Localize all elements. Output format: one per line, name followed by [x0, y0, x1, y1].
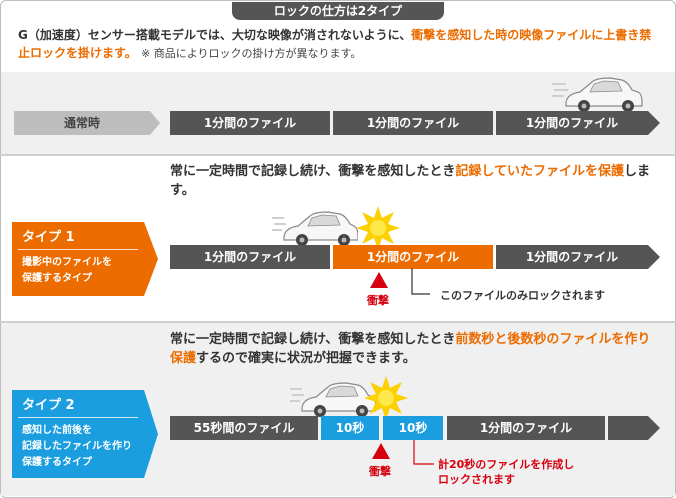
type1-box: タイプ 1 撮影中のファイルを 保護するタイプ — [12, 222, 144, 296]
impact-burst-icon — [364, 376, 408, 420]
type1-lead-highlight: 記録していたファイルを保護 — [455, 164, 624, 179]
impact-burst-icon — [356, 206, 400, 250]
type2-segment-before: 10秒 — [321, 416, 379, 440]
intro-text: G（加速度）センサー搭載モデルでは、大切な映像が消されないように、衝撃を感知した… — [18, 26, 663, 63]
type1-lead: 常に一定時間で記録し続け、衝撃を感知したとき記録していたファイルを保護します。 — [170, 162, 650, 200]
car-icon — [272, 211, 358, 246]
timeline-arrow — [648, 416, 660, 440]
timeline-arrow — [648, 111, 660, 135]
type1-box-arrow — [144, 222, 158, 296]
normal-segment: 1分間のファイル — [496, 111, 648, 135]
type2-lock-note-line: 計20秒のファイルを作成し — [438, 458, 575, 471]
type2-title: タイプ 2 — [22, 398, 75, 413]
divider — [0, 154, 676, 156]
type2-segment-next — [608, 416, 648, 440]
impact-marker — [372, 443, 390, 459]
type2-segment-after: 10秒 — [383, 416, 443, 440]
type1-segment: 1分間のファイル — [170, 245, 330, 269]
type2-desc: 感知した前後を 記録したファイルを作り 保護するタイプ — [12, 418, 144, 471]
car-icon — [290, 382, 376, 417]
normal-segment: 1分間のファイル — [333, 111, 493, 135]
type2-desc-line: 感知した前後を — [22, 425, 92, 436]
normal-label: 通常時 — [14, 111, 150, 135]
type1-title: タイプ 1 — [22, 230, 75, 245]
timeline-arrow — [648, 245, 660, 269]
header-title: ロックの仕方は2タイプ — [232, 2, 444, 20]
car-icon — [552, 77, 643, 112]
type1-segment-locked: 1分間のファイル — [333, 245, 493, 269]
type1-rule — [18, 249, 138, 250]
callout-line — [411, 268, 430, 295]
type2-segment-1m: 1分間のファイル — [447, 416, 605, 440]
impact-label: 衝撃 — [369, 465, 391, 478]
normal-segment: 1分間のファイル — [170, 111, 330, 135]
callout-line — [413, 440, 434, 465]
type2-lead-highlight: 前数秒と後数秒のファイルを作り保護 — [170, 332, 651, 366]
type1-desc-line: 保護するタイプ — [22, 273, 92, 284]
type1-lead-a: 常に一定時間で記録し続け、衝撃を感知したとき — [170, 164, 456, 179]
type2-lead-c: するので確実に状況が把握できます。 — [196, 351, 416, 366]
type2-box-arrow — [144, 390, 158, 478]
type2-rule — [18, 417, 138, 418]
type1-lock-note: このファイルのみロックされます — [440, 289, 605, 302]
divider — [0, 321, 676, 323]
type1-desc-line: 撮影中のファイルを — [22, 257, 112, 268]
type2-lead-a: 常に一定時間で記録し続け、衝撃を感知したとき — [170, 332, 456, 347]
type2-lead: 常に一定時間で記録し続け、衝撃を感知したとき前数秒と後数秒のファイルを作り保護す… — [170, 330, 660, 368]
impact-marker — [370, 272, 388, 288]
type1-segment: 1分間のファイル — [496, 245, 648, 269]
normal-label-arrow — [150, 111, 160, 135]
type2-box: タイプ 2 感知した前後を 記録したファイルを作り 保護するタイプ — [12, 390, 144, 478]
type2-lock-note-line: ロックされます — [438, 473, 515, 486]
type1-desc: 撮影中のファイルを 保護するタイプ — [12, 250, 144, 287]
type2-desc-line: 記録したファイルを作り — [22, 441, 132, 452]
type2-lock-note: 計20秒のファイルを作成し ロックされます — [438, 457, 574, 487]
type2-desc-line: 保護するタイプ — [22, 457, 92, 468]
intro-highlight: 衝撃を感知した時の映像ファイルに上書き禁止ロックを掛けます。 — [18, 28, 652, 60]
type2-segment-55s: 55秒間のファイル — [170, 416, 318, 440]
impact-label: 衝撃 — [367, 294, 389, 307]
intro-note: ※ 商品によりロックの掛け方が異なります。 — [141, 47, 362, 60]
intro-text-a: G（加速度）センサー搭載モデルでは、大切な映像が消されないように、 — [18, 28, 412, 42]
type1-lead-c: します。 — [170, 164, 650, 198]
